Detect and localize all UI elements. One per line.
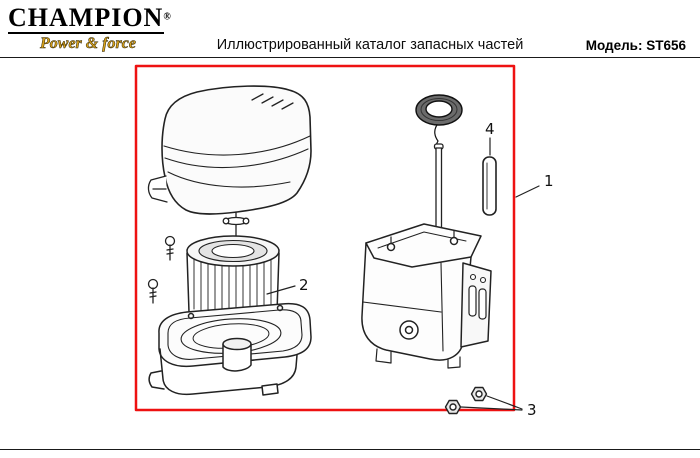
callout-2: 2 [266, 276, 309, 295]
wing-bolt [222, 211, 250, 240]
callout-3-leader-a [460, 406, 523, 411]
assembly-highlight-box [134, 64, 516, 412]
champion-logo: CHAMPION® Power & force [8, 3, 171, 53]
breather-tube [482, 156, 497, 216]
carburetor-body [361, 223, 492, 369]
screw-2-head [147, 278, 159, 290]
tube-walls [222, 343, 252, 372]
cover-outline [161, 85, 312, 215]
wing-bolt-ear-left [222, 217, 230, 225]
footer-divider [0, 449, 700, 450]
callout-1: 1 [515, 172, 554, 198]
header-divider [0, 57, 700, 58]
body-boss-inner [404, 325, 414, 335]
cover-seam-lines [163, 135, 311, 188]
wing-bolt-ear-right [242, 217, 250, 225]
callout-3: 3 [460, 395, 537, 419]
screw-1-shaft [166, 244, 174, 261]
tube-top [222, 337, 252, 351]
grommet-mid [420, 98, 458, 121]
cover-vent-slots [251, 93, 294, 110]
model-label: Модель: ST656 [585, 38, 686, 53]
body-edge-divider [362, 262, 444, 352]
bracket-hole-2 [479, 276, 487, 284]
body-foot-left [375, 348, 392, 364]
brand-name: CHAMPION [8, 3, 164, 32]
base-bottom-tab [261, 383, 279, 396]
filter-pleats [193, 258, 272, 319]
nut-1-hole [449, 403, 457, 411]
flange-bolt-stems [390, 230, 455, 244]
base-rim-inner [167, 309, 303, 360]
callout-3-number: 3 [527, 401, 537, 419]
mounting-screws [147, 235, 176, 304]
catalog-title: Иллюстрированный каталог запасных частей [216, 37, 524, 53]
air-filter-element [186, 235, 280, 324]
cover-latch-tab [147, 175, 168, 203]
brand-row: CHAMPION® [8, 3, 171, 32]
base-hole-right [276, 304, 284, 312]
callout-2-number: 2 [299, 276, 309, 294]
callout-4-number: 4 [485, 120, 495, 138]
seal-grommet [415, 94, 463, 148]
logo-underline [8, 32, 164, 34]
callout-3-leader-b [486, 395, 523, 410]
base-left-tab [148, 370, 165, 390]
screw-1-head [164, 235, 176, 247]
air-filter-cover [147, 85, 312, 215]
bracket-slot-1 [468, 285, 477, 317]
nut-2-hole [475, 390, 483, 398]
flange-bolt-right [449, 236, 459, 246]
body-top-flange [365, 223, 482, 268]
flange-bolt-left [386, 242, 396, 252]
flange-nuts [444, 386, 488, 415]
filter-base-housing [148, 302, 312, 396]
filter-top-hole [211, 243, 255, 259]
base-front-wall [159, 348, 298, 396]
base-center-tube [222, 337, 252, 372]
callout-1-leader [515, 185, 540, 198]
tube-body [482, 156, 497, 216]
screw-2-shaft [149, 287, 157, 304]
grommet-tail [434, 124, 439, 148]
grommet-inner [425, 100, 453, 118]
callout-4: 4 [485, 120, 495, 156]
callout-1-number: 1 [544, 172, 554, 190]
bracket-slot-2 [478, 288, 487, 320]
base-hole-left [187, 312, 195, 320]
registered-mark: ® [163, 11, 171, 23]
body-main [361, 242, 472, 361]
brand-tagline: Power & force [40, 35, 136, 53]
callout-2-leader [266, 285, 296, 295]
bracket-hole-1 [469, 273, 477, 281]
body-foot-right [447, 356, 461, 369]
